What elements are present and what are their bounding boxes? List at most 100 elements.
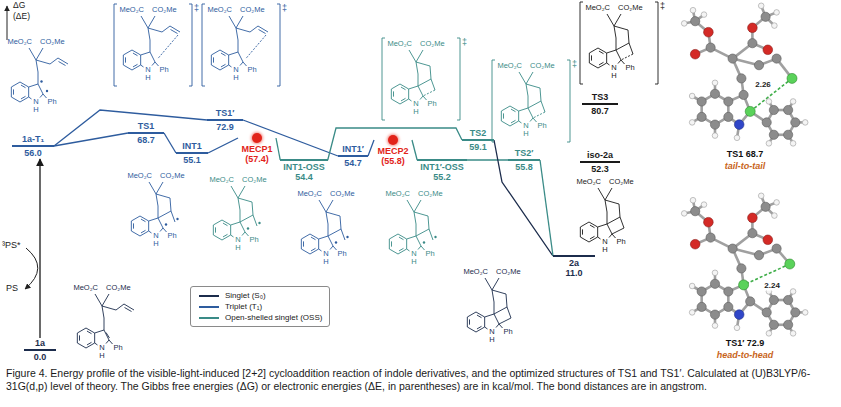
energy-value: 72.9 — [216, 122, 234, 132]
atom — [734, 310, 744, 320]
energy-level: iso-2a52.3 — [580, 150, 620, 174]
bond-line — [407, 200, 414, 212]
ester-group: CO₂Me — [609, 178, 634, 186]
bond-line — [401, 87, 406, 90]
energy-connector — [328, 128, 462, 160]
atom — [697, 112, 706, 121]
bond-line — [79, 335, 80, 340]
hydrogen-atom: H — [233, 74, 238, 82]
energy-connector — [164, 133, 176, 153]
bond-line — [223, 234, 228, 237]
state-name: iso-2a — [587, 150, 613, 160]
molecule-sketch — [11, 48, 68, 102]
atom — [784, 105, 793, 114]
ester-group: CO₂Me — [242, 176, 267, 184]
forming-bond — [246, 35, 267, 59]
atom — [787, 73, 797, 83]
atom — [790, 141, 796, 147]
bond-line — [148, 16, 155, 28]
bond-line — [492, 290, 507, 307]
legend-line — [198, 304, 220, 310]
bond-line — [519, 72, 526, 84]
bond-line — [149, 218, 158, 221]
bond-line — [319, 200, 326, 212]
state-name: INT1-OSS — [283, 162, 325, 172]
level-bar — [417, 159, 467, 161]
phenyl-group: Ph — [626, 64, 635, 72]
atom — [762, 308, 771, 317]
bond-line — [499, 318, 511, 324]
bond-line — [152, 62, 155, 66]
atom — [748, 23, 758, 33]
molecule-sketch — [114, 4, 192, 86]
atom — [802, 310, 808, 316]
ester-group: CO₂Me — [418, 190, 443, 198]
hydrogen-atom: H — [99, 352, 104, 360]
energy-connector — [39, 159, 40, 338]
atom — [769, 130, 778, 139]
bond-line — [420, 96, 423, 100]
atom — [763, 235, 773, 245]
phenyl-group: Ph — [48, 98, 57, 106]
atom — [772, 213, 778, 219]
ester-group: CO₂Me — [420, 40, 445, 48]
bond-line — [36, 60, 38, 84]
energy-level: INT155.1 — [176, 141, 208, 165]
bond-line — [326, 212, 328, 236]
hydrogen-atom: H — [611, 72, 616, 80]
bond-line — [391, 84, 408, 104]
forming-bond — [423, 90, 435, 96]
bond-line — [605, 200, 607, 224]
atom — [766, 331, 772, 337]
state-name: TS3 — [592, 92, 609, 102]
radical-dot — [247, 227, 249, 229]
legend-text: Open-shelled singlet (OSS) — [225, 312, 322, 323]
phenyl-group: Ph — [428, 100, 437, 108]
energy-level: INT1′-OSS55.2 — [417, 158, 467, 182]
hydrogen-atom: H — [235, 244, 240, 252]
bracket — [567, 60, 570, 142]
ball-and-stick-model — [681, 3, 808, 146]
hydrogen-atom: H — [33, 106, 38, 114]
bond-line — [528, 101, 541, 108]
bond-line — [259, 30, 266, 34]
atom — [724, 302, 733, 311]
bond-line — [141, 65, 144, 67]
bond-line — [215, 227, 216, 232]
atom — [691, 17, 700, 26]
nitrogen-atom: N — [235, 236, 240, 244]
bond-line — [223, 223, 228, 226]
ester-group: CO₂Me — [40, 38, 65, 46]
atom — [706, 43, 715, 52]
atom — [774, 10, 780, 16]
mecp-marker — [388, 135, 398, 145]
molecule-sketch — [213, 186, 260, 240]
radical-dot — [46, 90, 48, 92]
atom — [739, 90, 748, 99]
crossing-point: MECP1(57.4) — [238, 132, 276, 164]
bond-line — [77, 328, 94, 348]
bond-line — [13, 89, 14, 94]
bond-line — [607, 63, 610, 65]
bracket — [114, 4, 117, 86]
nitrogen-atom: N — [33, 98, 38, 106]
bond-line — [171, 30, 178, 34]
bond-line — [149, 231, 152, 233]
bond-line — [156, 182, 163, 194]
structure-caption: TS1 68.7 — [727, 150, 764, 160]
bond-line — [253, 215, 257, 226]
legend-line — [198, 315, 220, 321]
bond-line — [102, 304, 134, 310]
phenyl-group: Ph — [160, 66, 169, 74]
bracket — [189, 4, 192, 86]
bond-line — [407, 249, 410, 251]
bond-line — [409, 86, 418, 89]
bond-line — [106, 340, 109, 344]
bond-line — [245, 232, 249, 236]
bond-line — [242, 232, 245, 236]
level-bar — [582, 103, 618, 105]
bond-line — [236, 26, 268, 32]
structure-caption: TS1′ 72.9 — [726, 339, 765, 349]
bond-line — [319, 249, 322, 251]
